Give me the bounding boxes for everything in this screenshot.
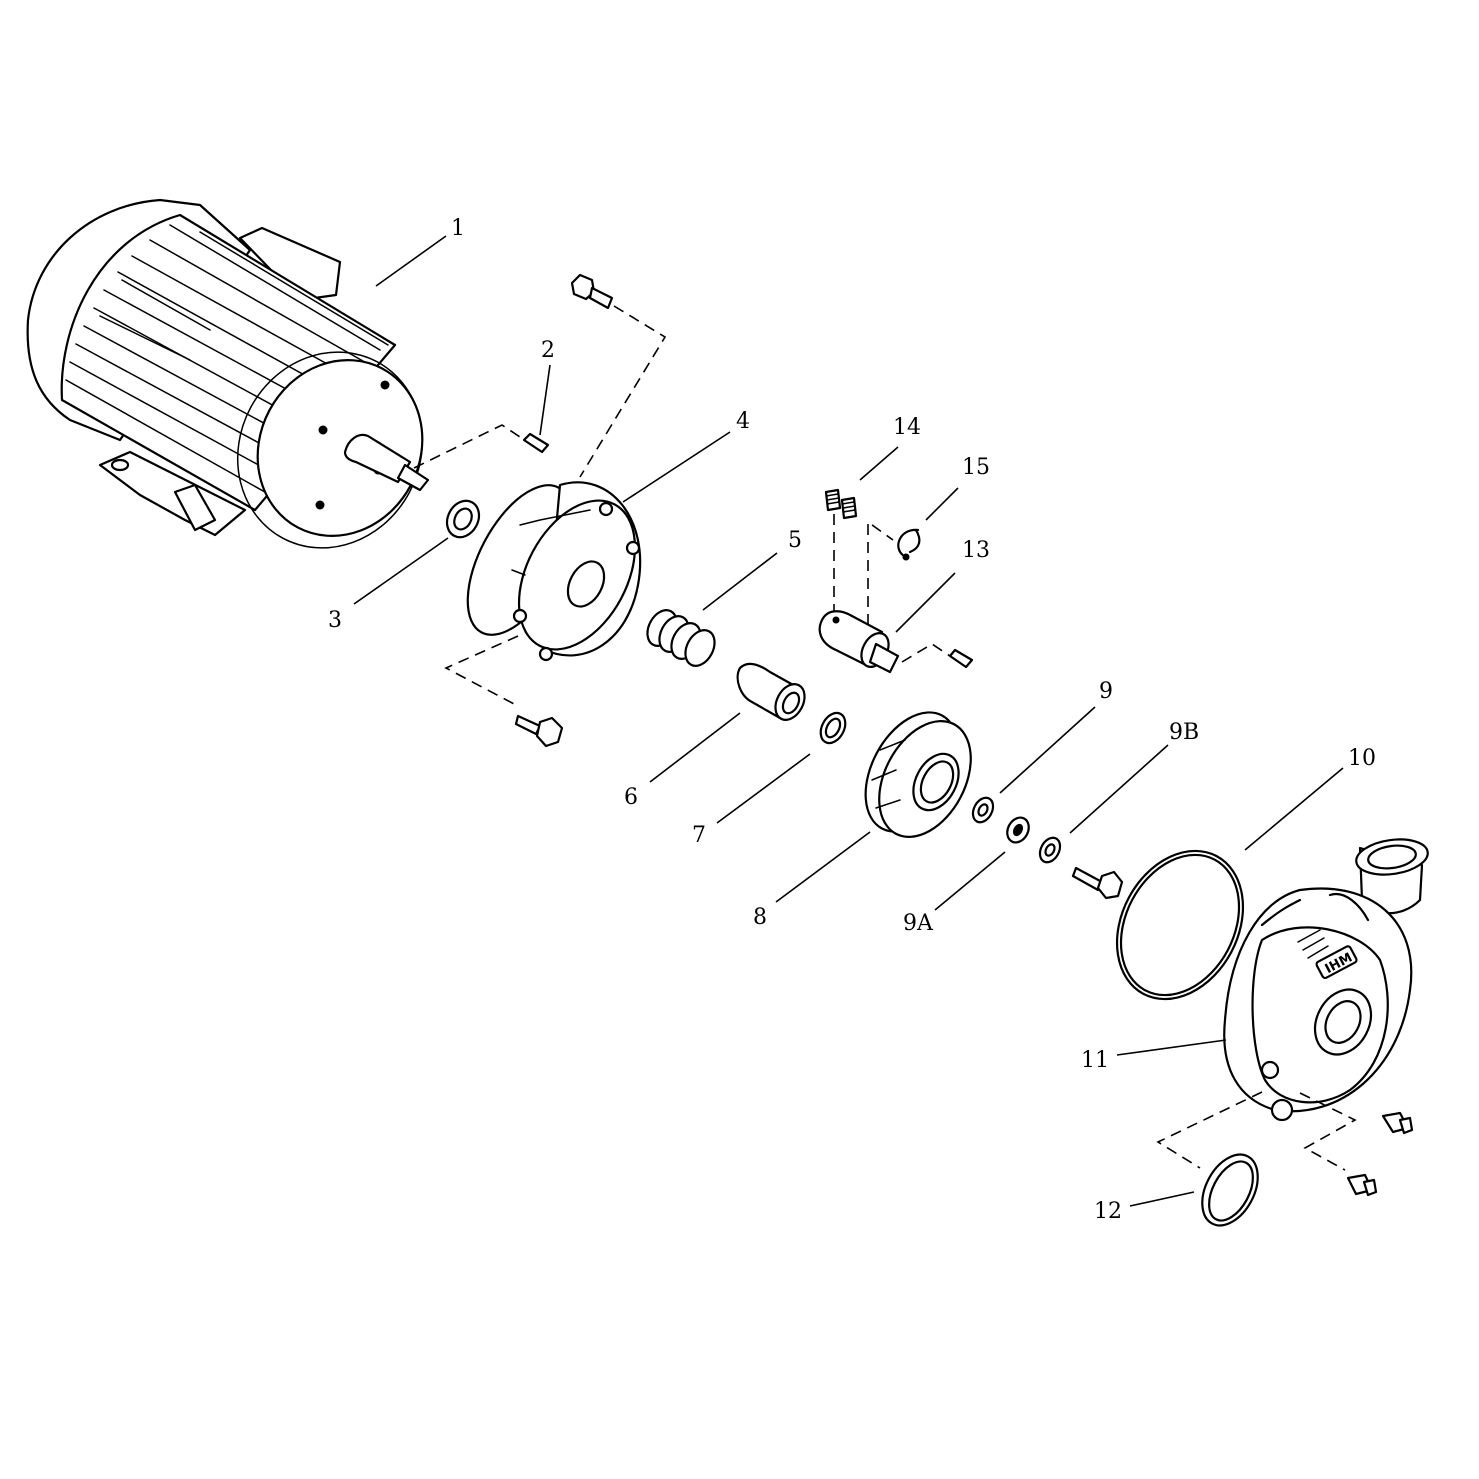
label-part-10: 10 <box>1348 746 1376 771</box>
label-part-9b: 9B <box>1169 720 1199 745</box>
part-8-impeller <box>864 711 972 838</box>
leader-5 <box>702 552 778 611</box>
part-12-wear-ring <box>1201 1153 1259 1227</box>
leader-9b <box>1069 744 1169 834</box>
leader-8 <box>775 831 871 903</box>
part-15-retaining-ring <box>897 528 921 561</box>
dash-2 <box>413 424 521 469</box>
label-part-15: 15 <box>962 455 990 480</box>
part-3-washer <box>445 499 481 539</box>
leader-12 <box>1129 1191 1195 1207</box>
leader-11 <box>1116 1039 1227 1056</box>
label-part-2: 2 <box>541 338 555 363</box>
label-part-9: 9 <box>1099 679 1113 704</box>
leader-1 <box>375 235 447 287</box>
part-14-set-screws <box>824 488 858 520</box>
part-9-washer <box>971 796 995 824</box>
part-10-oring <box>1115 849 1245 1001</box>
label-part-4: 4 <box>736 409 750 434</box>
part-1-motor <box>26 198 430 549</box>
part-6-sleeve <box>736 662 806 721</box>
label-part-7: 7 <box>692 823 706 848</box>
leader-2 <box>539 364 551 436</box>
impeller-bolt <box>1071 866 1124 900</box>
part-13-shaft-sleeve <box>818 610 900 674</box>
part-9a-lockwasher <box>1006 816 1030 844</box>
leader-7 <box>716 753 811 824</box>
label-part-14: 14 <box>893 415 921 440</box>
part-2-key <box>522 432 550 454</box>
dash-12 <box>1156 1091 1263 1169</box>
bolt-top <box>570 273 614 310</box>
leader-6 <box>649 712 741 783</box>
part-5-spring <box>646 609 716 667</box>
drain-plug-lower <box>1346 1173 1378 1197</box>
part-7-oring <box>819 711 847 745</box>
label-part-13: 13 <box>962 538 990 563</box>
dash-bolt-bottom <box>444 635 519 706</box>
label-part-1: 1 <box>451 216 465 241</box>
part-4-bracket <box>466 481 642 662</box>
dash-bolt-top <box>579 305 667 478</box>
label-part-6: 6 <box>624 785 638 810</box>
leader-13 <box>895 572 956 633</box>
label-part-5: 5 <box>788 528 802 553</box>
drain-plug-upper <box>1381 1111 1414 1135</box>
part-13-key <box>948 648 974 669</box>
label-part-3: 3 <box>328 608 342 633</box>
bolt-bottom <box>514 714 564 748</box>
leader-9 <box>999 706 1096 794</box>
leader-4 <box>622 431 731 503</box>
part-11-casing: IHM <box>1223 838 1429 1122</box>
part-9b-washer <box>1038 836 1062 864</box>
leader-10 <box>1244 767 1344 851</box>
leader-15 <box>925 487 959 521</box>
dash-13-key <box>901 643 951 663</box>
dash-15 <box>867 520 894 625</box>
label-part-9a: 9A <box>903 911 934 936</box>
label-part-8: 8 <box>753 905 767 930</box>
leader-3 <box>353 537 449 605</box>
label-part-12: 12 <box>1094 1199 1122 1224</box>
leader-9a <box>934 851 1006 911</box>
leader-14 <box>859 446 899 481</box>
label-part-11: 11 <box>1081 1048 1109 1073</box>
